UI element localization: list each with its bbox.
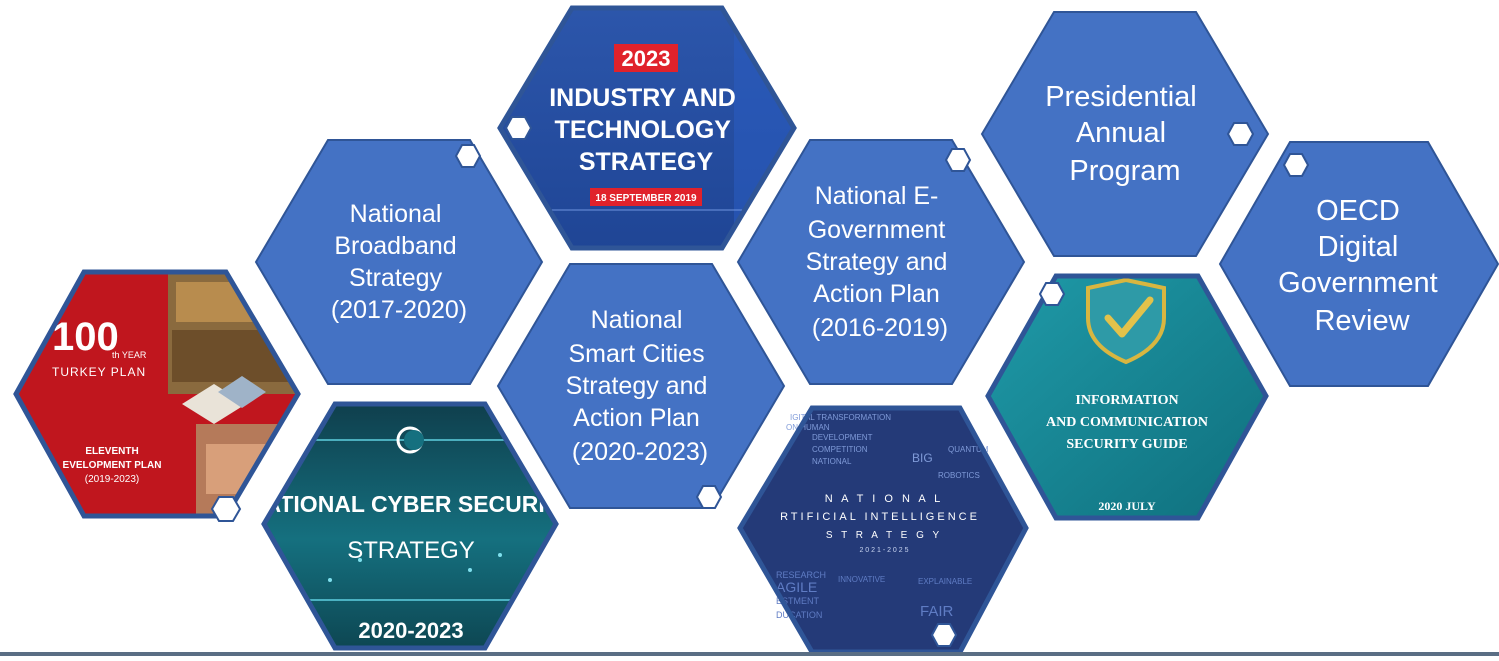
presidential-hexagon-icon (1226, 122, 1255, 146)
ai-word-8: ROBOTICS (938, 471, 980, 480)
smart-cities-line-3: Strategy and (566, 372, 708, 400)
ai-line-3: S T R A T E G Y (826, 530, 942, 541)
ict-security-guide-cover: INFORMATION AND COMMUNICATION SECURITY G… (985, 273, 1269, 521)
smart-cities-line-2: Smart Cities (568, 340, 704, 368)
presidential-line-1: Presidential (1045, 81, 1197, 113)
industry-line-3: STRATEGY (579, 148, 714, 176)
oecd-hexagon-icon (1282, 153, 1310, 177)
plan-years: (2019-2023) (85, 474, 139, 485)
plan-title-1: ELEVENTH (85, 446, 138, 457)
ai-word-11: EXPLAINABLE (918, 577, 972, 586)
oecd-line-1: OECD (1316, 195, 1400, 227)
oecd-line-2: Digital (1318, 231, 1399, 263)
ict-line-3: SECURITY GUIDE (1066, 437, 1187, 452)
cyber-security-strategy-cover: NATIONAL CYBER SECURITY STRATEGY 2020-20… (248, 401, 574, 651)
ai-word-4: COMPETITION (812, 445, 868, 454)
egov-hexagon-icon (944, 148, 972, 172)
cyber-subtitle: STRATEGY (347, 537, 475, 564)
ai-word-7: QUANTUM (948, 445, 989, 454)
ai-word-12: AGILE (776, 579, 817, 595)
plan-emblem: 100 (52, 315, 119, 359)
ai-word-13: ESTMENT (776, 596, 820, 606)
cyber-years: 2020-2023 (358, 618, 463, 643)
national-e-government-strategy-hex: National E- Government Strategy and Acti… (736, 139, 1026, 385)
ict-line-1: INFORMATION (1075, 393, 1178, 408)
ai-word-1: IGITAL TRANSFORMATION (790, 413, 891, 422)
egov-line-5: (2016-2019) (812, 314, 948, 342)
svg-text:National Broadband: National Broadband Strategy (2017-2020) (331, 200, 467, 324)
presidential-line-3: Program (1069, 155, 1180, 187)
broadband-line-3: Strategy (349, 264, 443, 292)
ai-word-14: FAIR (920, 603, 954, 620)
svg-text:OECD Digital Gover: OECD Digital Government Review (1278, 195, 1446, 337)
national-broadband-strategy-hex: National Broadband Strategy (2017-2020) (254, 139, 544, 385)
oecd-digital-government-review-hex: OECD Digital Government Review (1218, 141, 1499, 387)
national-smart-cities-strategy-hex: National Smart Cities Strategy and Actio… (496, 263, 786, 509)
bottom-divider (0, 652, 1499, 656)
industry-year: 2023 (622, 46, 671, 71)
oecd-line-4: Review (1314, 305, 1410, 337)
ai-word-10: INNOVATIVE (838, 575, 885, 584)
ai-line-2: RTIFICIAL INTELLIGENCE (780, 511, 980, 523)
presidential-annual-program-hex: Presidential Annual Program (980, 11, 1270, 257)
ict-hexagon-icon (1038, 282, 1066, 306)
ai-word-5: NATIONAL (812, 457, 852, 466)
industry-line-1: INDUSTRY AND (549, 84, 736, 112)
broadband-line-1: National (350, 200, 442, 228)
smart-cities-line-5: (2020-2023) (572, 438, 708, 466)
presidential-line-2: Annual (1076, 117, 1166, 149)
eleventh-development-plan-cover: 100 th YEAR TURKEY PLAN ELEVENTH EVELOPM… (13, 269, 301, 522)
plan-emblem-sup: th YEAR (112, 350, 147, 360)
svg-text:National E- Government: National E- Government Strategy and Acti… (806, 182, 955, 342)
industry-line-2: TECHNOLOGY (555, 116, 732, 144)
smart-cities-line-4: Action Plan (573, 404, 699, 432)
industry-date: 18 SEPTEMBER 2019 (595, 193, 697, 204)
oecd-line-3: Government (1278, 267, 1438, 299)
smart-cities-hexagon-icon (695, 485, 723, 509)
egov-line-1: National E- (815, 182, 939, 210)
industry-hexagon-icon (504, 116, 533, 140)
plan-emblem-sub: TURKEY PLAN (52, 365, 146, 379)
broadband-line-2: Broadband (334, 232, 456, 260)
ai-word-9: RESEARCH (776, 570, 826, 580)
ict-date: 2020 JULY (1098, 499, 1156, 513)
broadband-hexagon-icon (454, 144, 482, 168)
ict-line-2: AND COMMUNICATION (1046, 415, 1208, 430)
svg-text:National Smart Cities: National Smart Cities Strategy and Actio… (566, 306, 715, 466)
egov-line-4: Action Plan (813, 280, 939, 308)
ai-line-1: N A T I O N A L (825, 493, 944, 505)
ai-hexagon-icon (930, 623, 958, 647)
ai-word-15: DUCATION (776, 610, 822, 620)
smart-cities-line-1: National (591, 306, 683, 334)
broadband-line-4: (2017-2020) (331, 296, 467, 324)
egov-line-2: Government (808, 216, 946, 244)
ai-word-2: ON HUMAN (786, 423, 830, 432)
svg-text:INDUSTRY AND TECHNOLOGY: INDUSTRY AND TECHNOLOGY STRATEGY (549, 84, 743, 176)
svg-text:Presidential Annual: Presidential Annual Program (1045, 81, 1205, 187)
ai-years: 2 0 2 1 - 2 0 2 5 (859, 547, 908, 554)
plan-hexagon-icon (210, 496, 242, 522)
ai-word-3: DEVELOPMENT (812, 433, 873, 442)
egov-line-3: Strategy and (806, 248, 948, 276)
ai-word-6: BIG (912, 451, 933, 465)
plan-title-2: EVELOPMENT PLAN (63, 460, 162, 471)
cyber-title: NATIONAL CYBER SECURITY (248, 491, 574, 517)
national-ai-strategy-cover: IGITAL TRANSFORMATION ON HUMAN DEVELOPME… (737, 405, 1029, 655)
industry-technology-strategy-cover: 2023 INDUSTRY AND TECHNOLOGY STRATEGY 18… (497, 5, 797, 251)
